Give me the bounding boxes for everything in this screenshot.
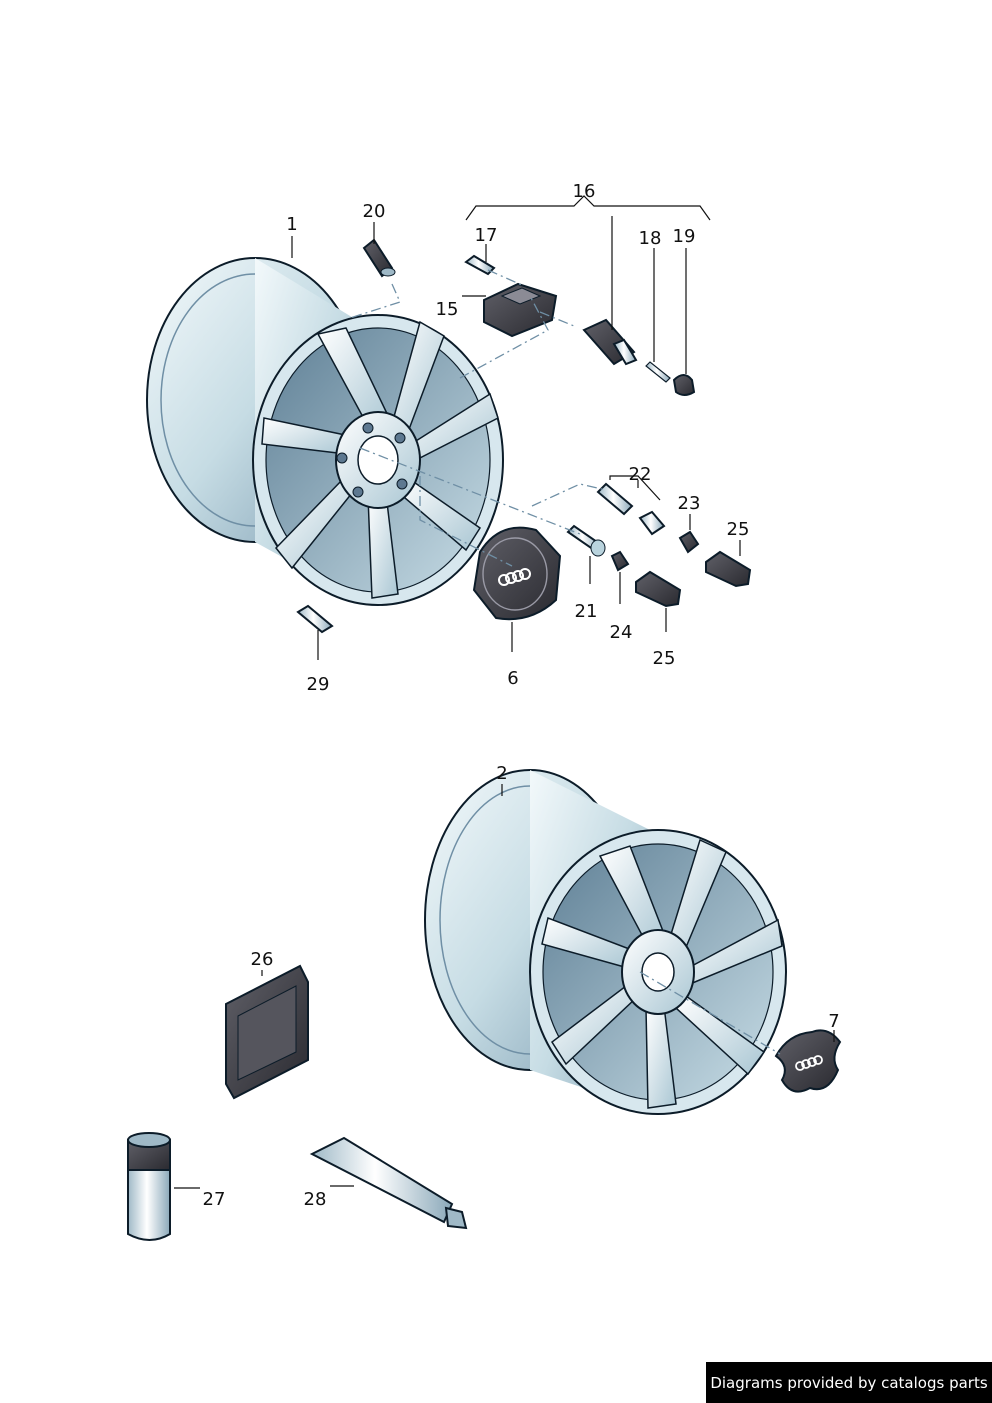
wheel-1-seven-spoke bbox=[146, 257, 504, 606]
callout-1: 1 bbox=[286, 214, 297, 235]
callout-18: 18 bbox=[639, 228, 662, 249]
callout-23: 23 bbox=[678, 493, 701, 514]
center-cap-7 bbox=[774, 1029, 842, 1093]
callout-labels: 1 20 16 17 18 19 15 22 23 25 21 24 25 6 … bbox=[203, 181, 840, 1210]
callout-2: 2 bbox=[496, 763, 507, 784]
callout-7: 7 bbox=[828, 1011, 839, 1032]
four-rings-emblem bbox=[498, 568, 531, 586]
callout-25-upper: 25 bbox=[727, 519, 750, 540]
callout-27: 27 bbox=[203, 1189, 226, 1210]
removal-tool-25-lower bbox=[635, 570, 682, 608]
center-cap-6 bbox=[472, 526, 562, 621]
callout-15: 15 bbox=[436, 299, 459, 320]
valve-cap-19 bbox=[672, 374, 696, 396]
callout-19: 19 bbox=[673, 226, 696, 247]
tire-valve-20 bbox=[362, 238, 396, 278]
grease-tube-28 bbox=[309, 1136, 468, 1230]
callout-6: 6 bbox=[507, 668, 518, 689]
callout-29: 29 bbox=[307, 674, 330, 695]
wheel-2-hub bbox=[621, 929, 695, 1015]
four-rings-emblem bbox=[795, 1055, 823, 1071]
callout-24: 24 bbox=[610, 622, 633, 643]
wheel-1-hub bbox=[335, 411, 421, 509]
callout-17: 17 bbox=[475, 225, 498, 246]
leader-lines bbox=[174, 195, 835, 1189]
locking-bolt-22 bbox=[596, 482, 666, 536]
callout-16: 16 bbox=[573, 181, 596, 202]
screw-17 bbox=[464, 254, 496, 276]
callout-25-lower: 25 bbox=[653, 648, 676, 669]
pressure-sensor-15 bbox=[483, 282, 558, 338]
valve-insert-18 bbox=[645, 361, 671, 383]
sensor-valve-16 bbox=[582, 318, 638, 366]
callout-28: 28 bbox=[304, 1189, 327, 1210]
wheel-2-multi-spoke bbox=[424, 769, 787, 1115]
bolt-set-package-26 bbox=[225, 964, 309, 1100]
callout-26: 26 bbox=[251, 949, 274, 970]
bolt-cap-23 bbox=[678, 530, 700, 554]
callout-22: 22 bbox=[629, 464, 652, 485]
callout-21: 21 bbox=[575, 601, 598, 622]
assembly-lines bbox=[349, 269, 781, 1055]
bolt-cap-24 bbox=[610, 550, 630, 572]
balance-weight-29 bbox=[296, 604, 334, 634]
spray-can-27 bbox=[127, 1132, 171, 1241]
wheel-bolt-21 bbox=[566, 524, 606, 557]
removal-tool-25-upper bbox=[705, 550, 752, 588]
callout-20: 20 bbox=[363, 201, 386, 222]
credit-footer: Diagrams provided by catalogs parts bbox=[706, 1362, 992, 1403]
